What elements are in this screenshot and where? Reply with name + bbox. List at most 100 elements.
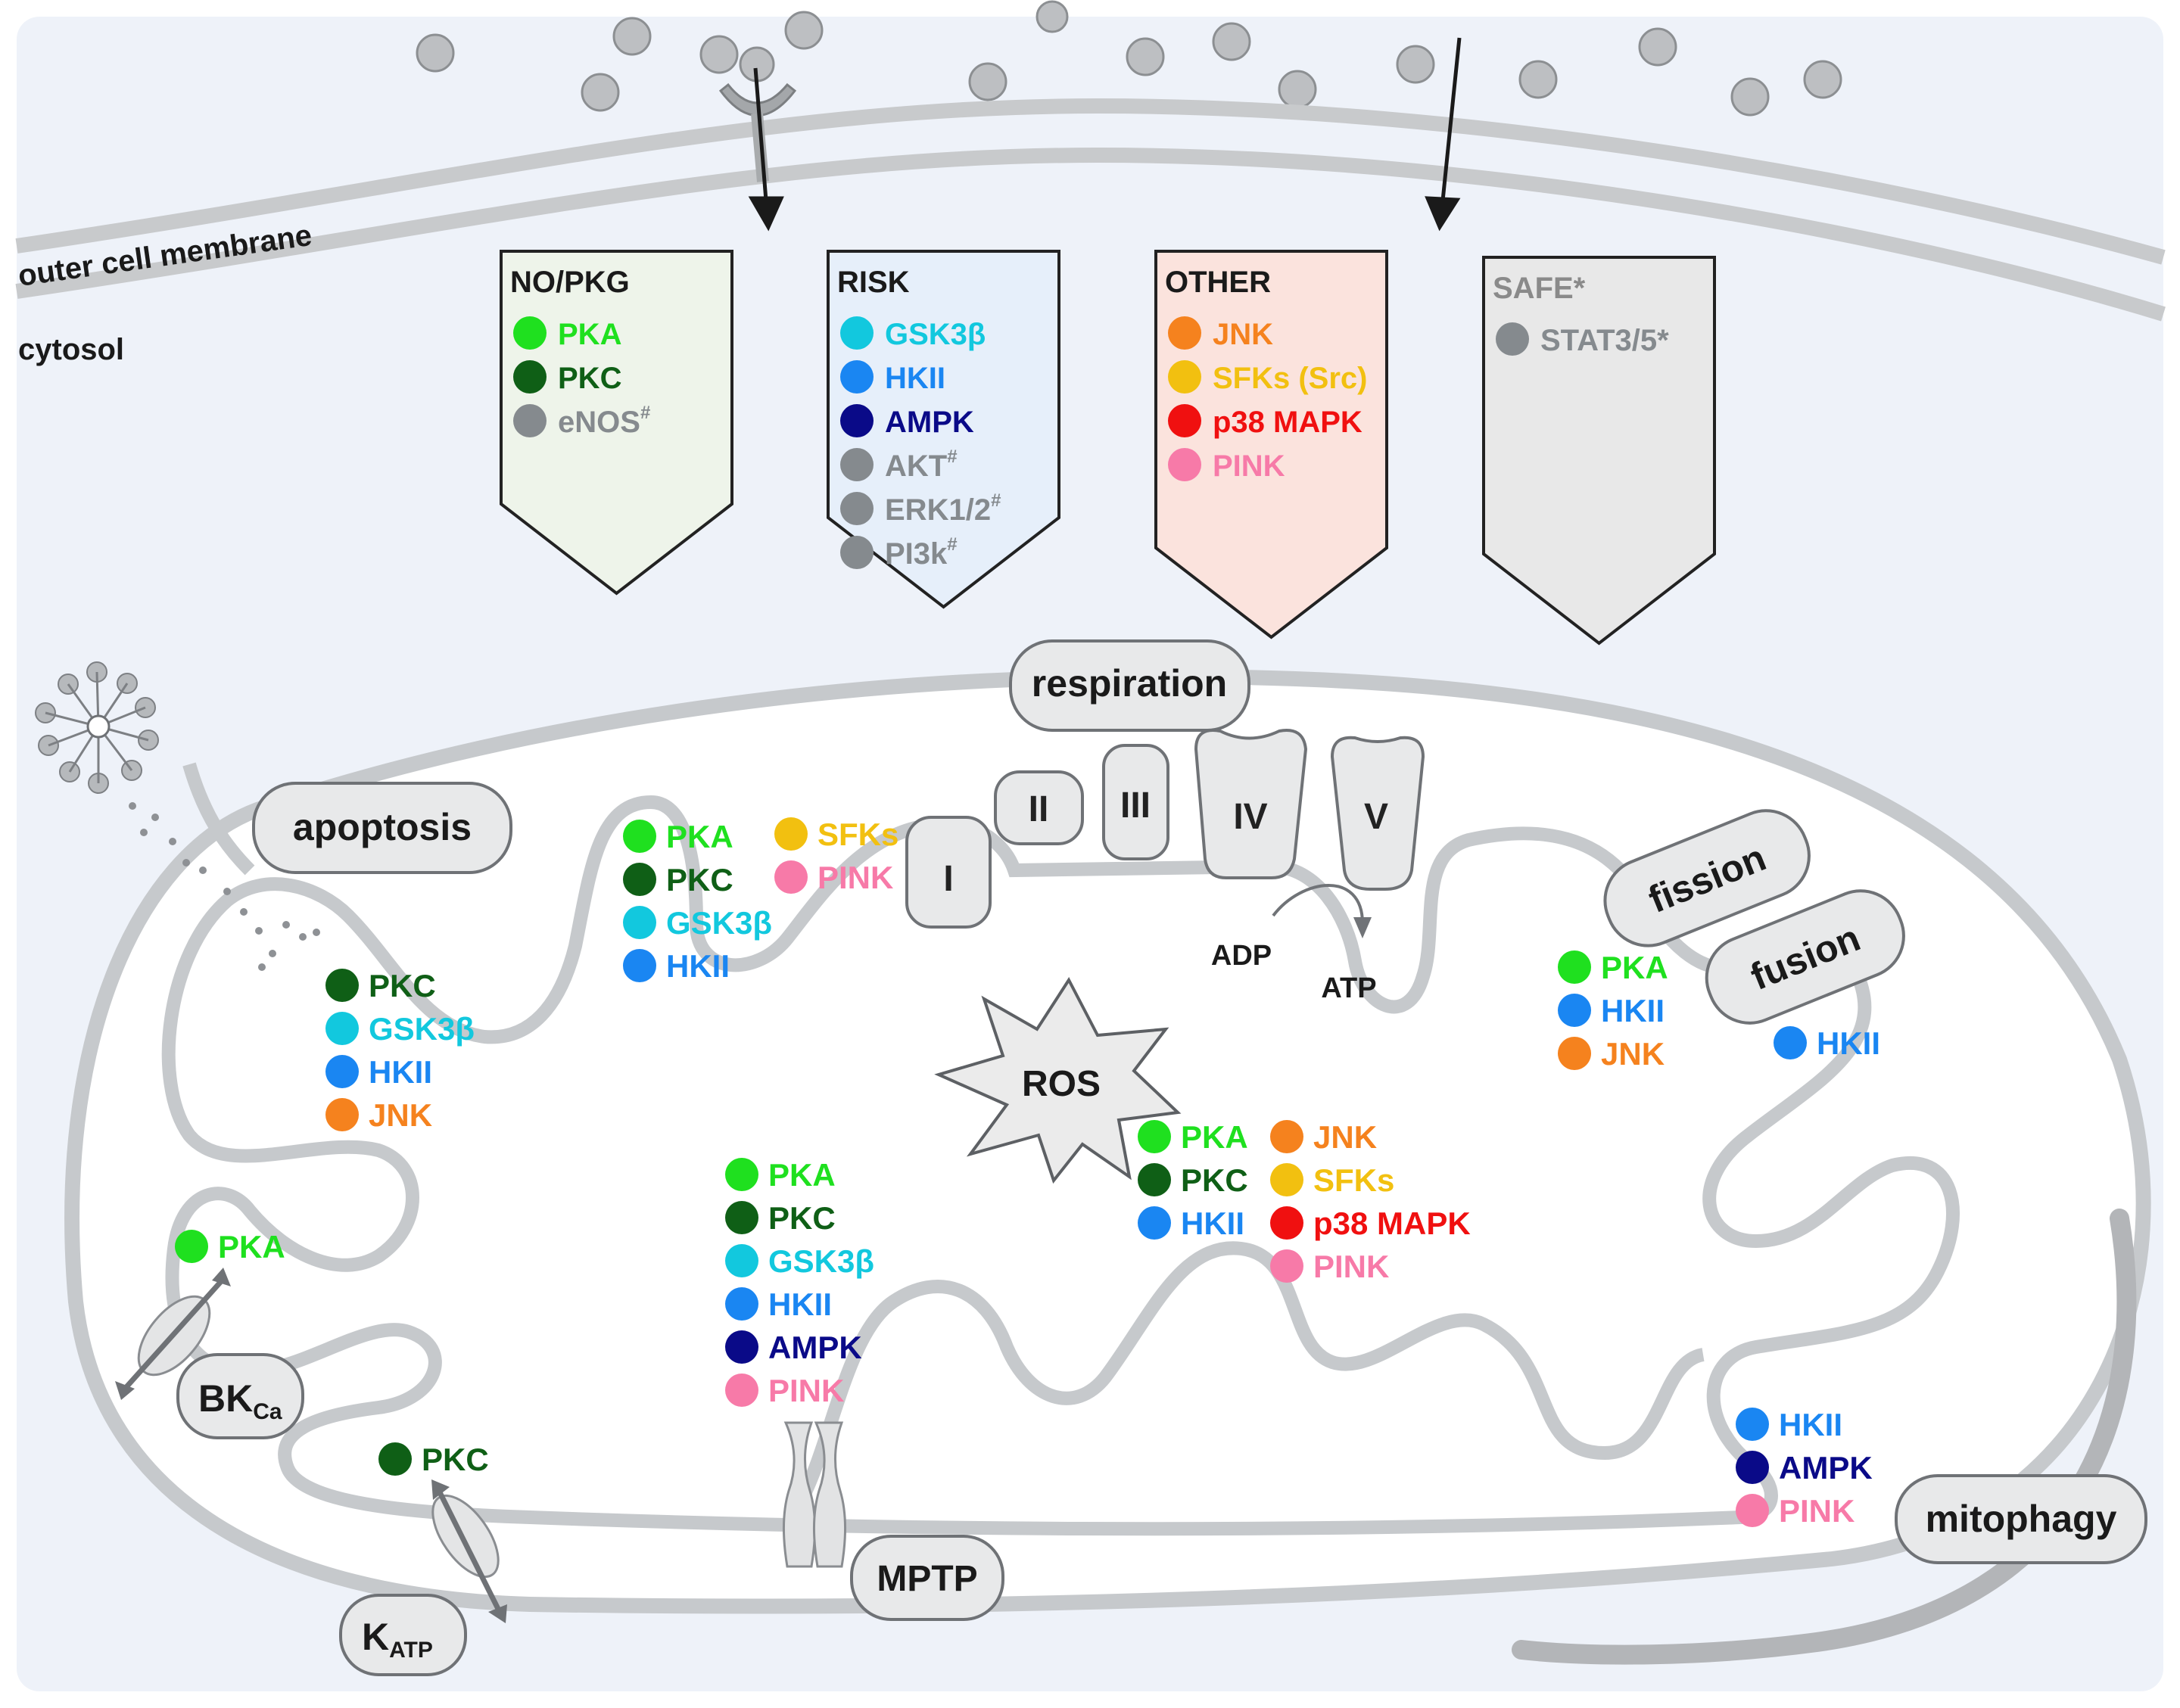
atp-label: ATP (1321, 972, 1376, 1004)
phagophore-crescent (1512, 1209, 2137, 1665)
kinase-label: HKII (885, 362, 945, 395)
kinase-label: SFKs (Src) (1213, 362, 1368, 395)
kinase-label: GSK3β (369, 1011, 475, 1047)
complex-I-label: I (943, 859, 953, 899)
kinase-label: JNK (1601, 1036, 1665, 1072)
kinase-label: HKII (369, 1054, 432, 1090)
kinase-dot (725, 1158, 758, 1191)
kinase-label: JNK (1313, 1119, 1377, 1155)
kinase-label: GSK3β (666, 905, 772, 941)
kinase-label: AMPK (768, 1330, 862, 1365)
kinase-dot (1270, 1206, 1303, 1240)
kinase-label: HKII (1181, 1206, 1244, 1241)
receptor-icon (718, 82, 797, 117)
apoptosis-label: apoptosis (293, 806, 472, 848)
cristae-fold-mptp (796, 1241, 1705, 1502)
adp-atp-arrowhead (1353, 917, 1372, 938)
kinase-dot (1558, 950, 1591, 984)
kinase-label: PKA (218, 1229, 285, 1265)
kinase-label: PKC (768, 1200, 836, 1236)
kinase-label: SFKs (818, 817, 898, 852)
kinase-label: HKII (666, 948, 730, 984)
kinase-label: PKA (768, 1157, 836, 1193)
katp-channel-icon (431, 1479, 507, 1623)
kinase-label: JNK (369, 1097, 432, 1133)
respiration-label: respiration (1032, 662, 1227, 705)
kinase-dot (1138, 1120, 1171, 1153)
kinase-group-katp: PKC (378, 1442, 489, 1477)
pathway-box-shape (827, 250, 1060, 609)
fission-pill (1603, 809, 1811, 947)
kinase-label: p38 MAPK (1313, 1206, 1471, 1241)
kinase-group-bkca: PKA (175, 1229, 285, 1265)
kinase-dot (378, 1442, 412, 1476)
kinase-label: AMPK (885, 406, 974, 439)
kinase-dot (623, 863, 656, 896)
mitophagy-pill (1895, 1474, 2147, 1564)
kinase-dot (1270, 1163, 1303, 1196)
kinase-group-ros: PKA PKC HKII (1138, 1119, 1248, 1241)
kinase-label: PKA (1181, 1119, 1248, 1155)
kinase-dot (725, 1287, 758, 1321)
kinase-footnote-mark: # (640, 403, 650, 423)
pathway-title: RISK (837, 266, 910, 299)
kinase-label: HKII (1779, 1407, 1842, 1442)
kinase-dot (725, 1330, 758, 1364)
complex-III-label: III (1120, 786, 1151, 826)
kinase-dot (325, 1012, 359, 1045)
pathway-title: NO/PKG (510, 266, 630, 299)
kinase-dot (513, 360, 547, 394)
kinase-dot (1736, 1408, 1769, 1441)
kinase-dot (1138, 1206, 1171, 1240)
kinase-label: PINK (818, 860, 893, 895)
kinase-dot (623, 906, 656, 939)
kinase-label: eNOS# (558, 403, 650, 439)
outer-cell-membrane (15, 98, 2166, 322)
complex-I-shape (905, 816, 992, 929)
kinase-label: PKC (558, 362, 621, 395)
kinase-dot (325, 969, 359, 1002)
bkca-sub: Ca (253, 1399, 282, 1424)
kinase-dot (325, 1098, 359, 1131)
kinase-dot (1774, 1026, 1807, 1059)
kinase-dot (840, 536, 874, 569)
kinase-dot (513, 316, 547, 350)
kinase-label: JNK (1213, 318, 1273, 351)
kinase-dot (840, 316, 874, 350)
kinase-label: HKII (768, 1286, 832, 1322)
pathway-box-safe: SAFE*STAT3/5* (1482, 256, 1716, 646)
katp-main: K (362, 1616, 389, 1658)
kinase-dot (623, 820, 656, 853)
kinase-label: PKC (1181, 1162, 1248, 1198)
ros-label: ROS (1022, 1064, 1101, 1104)
bkca-pill (176, 1353, 304, 1439)
kinase-dot (725, 1244, 758, 1277)
kinase-label: PI3k# (885, 534, 958, 571)
pathway-box-shape (500, 250, 733, 596)
cytosol-label: cytosol (18, 333, 124, 366)
kinase-dot (774, 817, 808, 851)
kinase-dot (840, 448, 874, 481)
cytochrome-c-release-icon (35, 661, 320, 971)
kinase-label: STAT3/5* (1540, 324, 1669, 357)
kinase-dot (774, 860, 808, 894)
complex-III-shape (1102, 744, 1169, 860)
pathway-box-shape (1154, 250, 1388, 639)
kinase-group-fission: PKA HKII JNK (1558, 950, 1668, 1072)
kinase-label: PKA (558, 318, 621, 351)
kinase-dot (175, 1230, 208, 1263)
kinase-dot (1168, 448, 1201, 481)
ros-starburst (934, 977, 1182, 1184)
complex-II-label: II (1029, 789, 1049, 829)
kinase-dot (1270, 1120, 1303, 1153)
kinase-label: PKA (1601, 950, 1668, 985)
mitophagy-label: mitophagy (1926, 1498, 2117, 1540)
kinase-label: HKII (1601, 993, 1665, 1028)
kinase-dot (1138, 1163, 1171, 1196)
apoptosis-pill (252, 782, 512, 874)
kinase-label: PINK (1779, 1493, 1855, 1529)
